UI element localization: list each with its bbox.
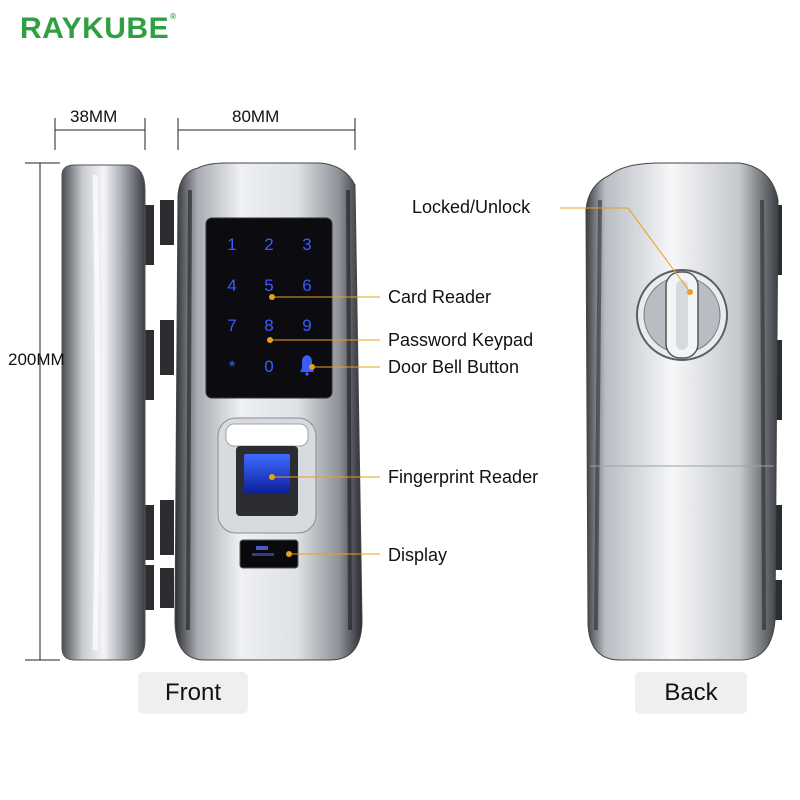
- key-3: 3: [302, 235, 311, 254]
- key-star: *: [229, 357, 236, 376]
- depth-label: 38MM: [70, 107, 118, 126]
- card-reader-label: Card Reader: [388, 287, 492, 307]
- side-view: [61, 164, 154, 661]
- key-5: 5: [264, 276, 273, 295]
- brand-name: RAYKUBE: [20, 12, 170, 45]
- key-1: 1: [227, 235, 236, 254]
- key-0: 0: [264, 357, 273, 376]
- front-view: [160, 162, 363, 661]
- key-2: 2: [264, 235, 273, 254]
- locked-unlock-label: Locked/Unlock: [412, 197, 531, 217]
- key-8: 8: [264, 316, 273, 335]
- keypad-panel: [205, 217, 333, 399]
- key-4: 4: [227, 276, 236, 295]
- keypad-keys: 1 2 3 4 5 6 7 8 9 * 0: [227, 235, 311, 376]
- brand-logo: RAYKUBE®: [20, 12, 177, 46]
- back-view: [585, 162, 782, 661]
- password-keypad-label: Password Keypad: [388, 330, 534, 350]
- display-label: Display: [388, 545, 448, 565]
- key-7: 7: [227, 316, 236, 335]
- height-label: 200MM: [8, 350, 65, 369]
- key-9: 9: [302, 316, 311, 335]
- back-view-label: Back: [635, 672, 747, 714]
- registered-mark: ®: [170, 12, 177, 21]
- front-view-label: Front: [138, 672, 248, 714]
- key-6: 6: [302, 276, 311, 295]
- callout-lines: [267, 207, 693, 557]
- fingerprint-reader-label: Fingerprint Reader: [388, 467, 539, 487]
- width-label: 80MM: [232, 107, 280, 126]
- dimension-lines: [25, 118, 356, 661]
- door-bell-button-label: Door Bell Button: [388, 357, 520, 377]
- fingerprint-sensor: [244, 454, 290, 494]
